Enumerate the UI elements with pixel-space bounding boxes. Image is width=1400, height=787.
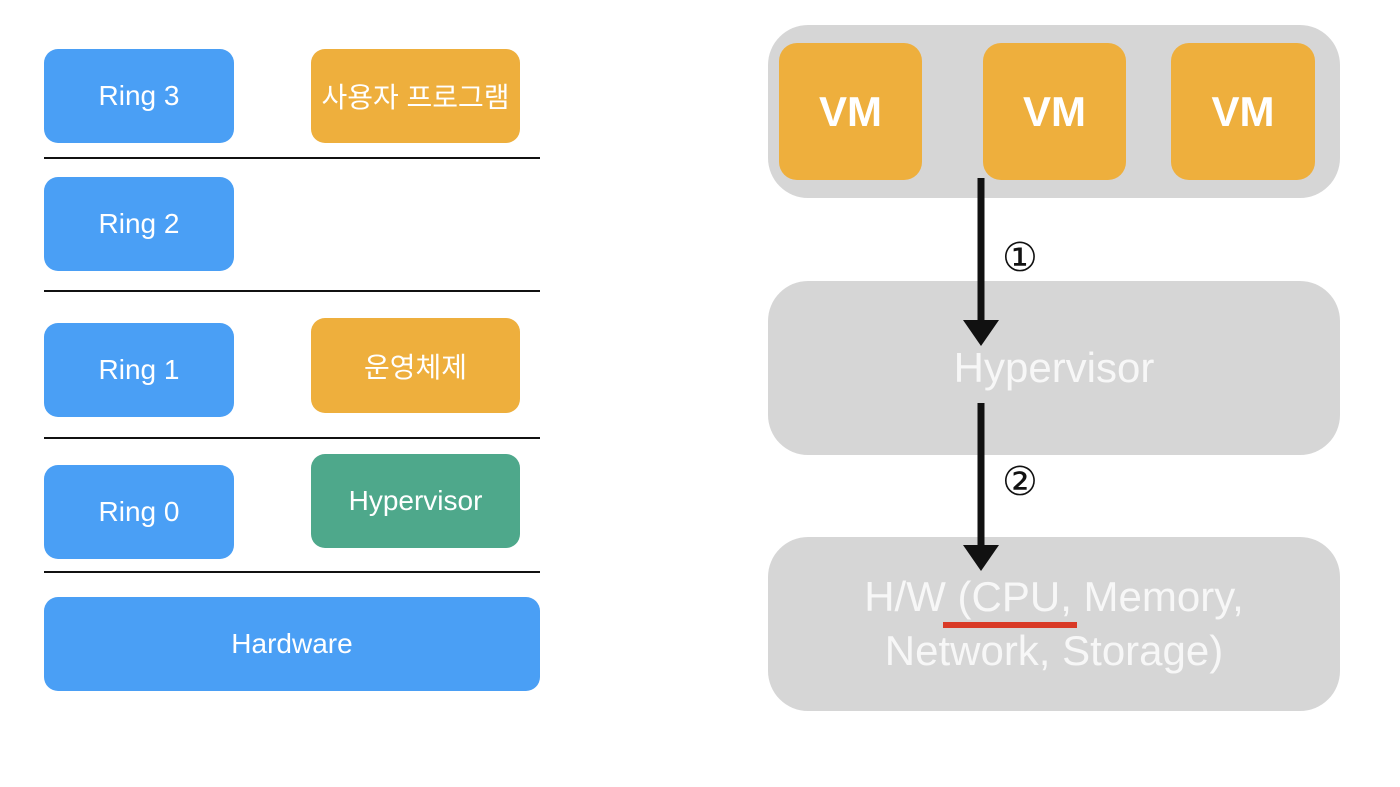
ring-divider <box>44 157 540 159</box>
hardware-resources-box: H/W (CPU, Memory, Network, Storage) <box>768 537 1340 711</box>
user-program-box: 사용자 프로그램 <box>311 49 520 143</box>
hypervisor-ring-label: Hypervisor <box>348 485 483 516</box>
vm-box: VM <box>779 43 922 180</box>
vm-label: VM <box>1211 87 1275 135</box>
operating-system-box: 운영체제 <box>311 318 520 413</box>
vm-box: VM <box>1171 43 1315 180</box>
user-program-label: 사용자 프로그램 <box>321 82 510 113</box>
ring-2-label: Ring 2 <box>98 208 180 239</box>
vm-label: VM <box>819 87 882 135</box>
vm-label: VM <box>1023 87 1086 135</box>
ring-1-label: Ring 1 <box>98 354 180 385</box>
ring-divider <box>44 571 540 573</box>
step-2-marker: ② <box>1002 459 1038 505</box>
hardware-resources-line-2: Network, Storage) <box>884 627 1224 674</box>
hypervisor-ring-box: Hypervisor <box>311 454 520 548</box>
hardware-resources-line-1: H/W (CPU, Memory, <box>864 573 1244 620</box>
hypervisor-label: Hypervisor <box>953 344 1155 391</box>
ring-divider <box>44 437 540 439</box>
hypervisor-box: Hypervisor <box>768 281 1340 455</box>
vm-box: VM <box>983 43 1126 180</box>
ring-1-box: Ring 1 <box>44 323 234 417</box>
step-1-marker: ① <box>1002 235 1038 281</box>
ring-0-label: Ring 0 <box>98 496 180 527</box>
hardware-label: Hardware <box>231 628 353 659</box>
hardware-box: Hardware <box>44 597 540 691</box>
ring-0-box: Ring 0 <box>44 465 234 559</box>
ring-3-box: Ring 3 <box>44 49 234 143</box>
ring-divider <box>44 290 540 292</box>
ring-3-label: Ring 3 <box>98 80 180 111</box>
ring-2-box: Ring 2 <box>44 177 234 271</box>
operating-system-label: 운영체제 <box>363 351 468 383</box>
